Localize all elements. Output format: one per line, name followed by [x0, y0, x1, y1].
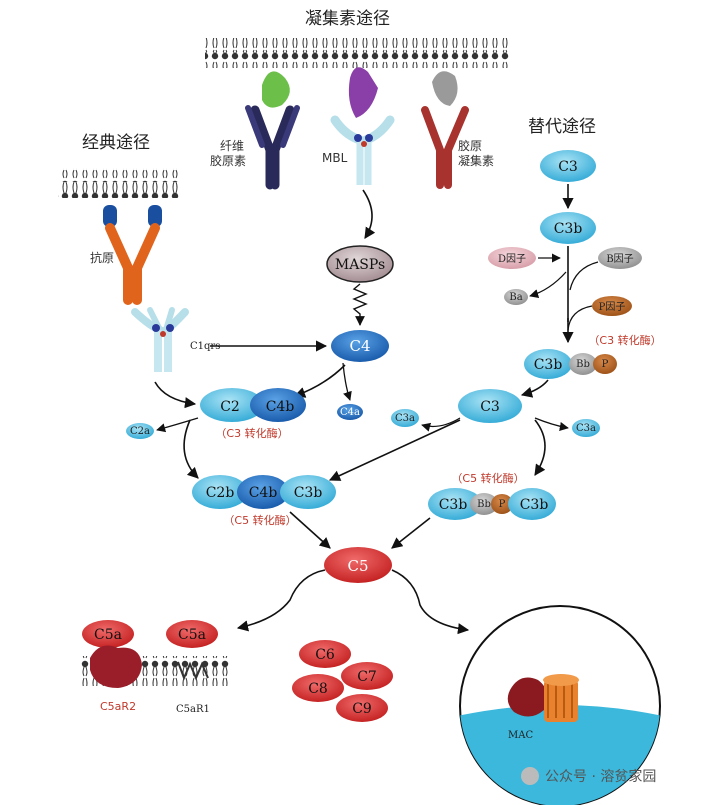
c3a-right-label: C3a	[576, 423, 596, 434]
factor-d-label: D因子	[498, 253, 526, 265]
c5-convertase-alt: （C5 转化酶）	[451, 471, 524, 485]
factor-b-label: B因子	[606, 253, 633, 265]
c3a-left-label: C3a	[395, 413, 415, 424]
c4b-label: C4b	[266, 399, 295, 415]
membrane-top	[205, 38, 510, 68]
label-collagen: 胶原	[458, 138, 482, 153]
factor-b-node	[598, 247, 642, 269]
c4a-label: C4a	[340, 407, 360, 418]
c9-label: C9	[352, 701, 372, 717]
c7-label: C7	[357, 669, 377, 685]
label-c5ar1: C5aR1	[176, 704, 210, 715]
c5conv-c3b2-node	[508, 488, 556, 520]
c5conv-bb-label: Bb	[477, 499, 491, 510]
c6-label: C6	[315, 647, 335, 663]
c5a-left-node	[82, 620, 134, 648]
mac-label: MAC	[508, 730, 533, 741]
alt-c3-node	[540, 150, 596, 182]
alt-c3b2-label: C3b	[534, 357, 563, 373]
c5conv-p-label: P	[499, 499, 506, 510]
c5conv-c3b1-node	[428, 488, 482, 520]
c3-node	[458, 389, 522, 423]
c5-node	[324, 547, 392, 583]
c5conv-c3b1-label: C3b	[439, 497, 468, 513]
c8-label: C8	[308, 681, 328, 697]
masps-label: MASPs	[335, 257, 385, 273]
bb-label: Bb	[576, 359, 590, 370]
alt-c3b-node	[540, 212, 596, 244]
title-lectin-pathway: 凝集素途径	[305, 9, 390, 29]
c2b-label: C2b	[206, 485, 235, 501]
c6-node	[299, 640, 351, 668]
label-c1qrs: C1qrs	[190, 341, 220, 352]
masps-node	[326, 245, 394, 283]
c3a-right-node	[572, 419, 600, 437]
c3-convertase-classical: （C3 转化酶）	[215, 426, 288, 440]
c4a-node	[337, 404, 363, 420]
factor-d-node	[488, 247, 536, 269]
c3a-left-node	[391, 409, 419, 427]
c2-label: C2	[220, 399, 240, 415]
c2a-label: C2a	[130, 426, 150, 437]
watermark-text: 公众号 · 溶贫家园	[545, 768, 656, 785]
c2a-node	[126, 423, 154, 439]
c5a-right-label: C5a	[178, 627, 206, 643]
c3b-small-label: C3b	[294, 485, 323, 501]
membrane-classical	[58, 168, 180, 198]
c7-node	[341, 662, 393, 690]
alt-c3-label: C3	[558, 159, 578, 175]
antibody	[103, 205, 162, 305]
c5conv-c3b2-label: C3b	[520, 497, 549, 513]
c9-node	[336, 694, 388, 722]
alt-c3b2-node	[524, 349, 572, 379]
label-mbl: MBL	[322, 151, 348, 165]
c2b-node	[192, 475, 248, 509]
c5a-right-node	[166, 620, 218, 648]
watermark: 公众号 · 溶贫家园	[521, 767, 656, 785]
c4b-node	[250, 388, 306, 422]
c8-node	[292, 674, 344, 702]
c4b2-label: C4b	[249, 485, 278, 501]
c4b2-node	[237, 475, 289, 509]
c5a-left-label: C5a	[94, 627, 122, 643]
title-classical-pathway: 经典途径	[82, 133, 150, 153]
label-c5ar2: C5aR2	[100, 700, 136, 713]
factor-p-label: P因子	[599, 301, 626, 313]
c5-convertase-classical: （C5 转化酶）	[223, 513, 296, 527]
title-alternative-pathway: 替代途径	[528, 117, 596, 137]
c3b-small-node	[280, 475, 336, 509]
label-collagen-2: 凝集素	[458, 153, 494, 168]
factor-p-node	[592, 296, 632, 316]
label-fibrinogen: 纤维	[220, 139, 244, 153]
c4-label: C4	[349, 337, 370, 355]
ba-node	[504, 289, 528, 305]
fibrinogen-receptor	[245, 71, 300, 190]
collagen-receptor	[421, 71, 469, 189]
c3-label: C3	[480, 399, 500, 415]
alt-c3b-label: C3b	[554, 221, 583, 237]
zigzag-arrow	[352, 283, 368, 326]
c5conv-p-node	[491, 494, 513, 514]
c2-node	[200, 388, 264, 422]
c5ar1-receptor	[177, 661, 209, 681]
bb-node	[569, 353, 597, 375]
label-antigen: 抗原	[90, 250, 114, 265]
ba-label: Ba	[509, 292, 522, 303]
c4-node	[331, 330, 389, 362]
p-node	[593, 354, 617, 374]
c5conv-bb-node	[470, 493, 498, 515]
c5ar2-receptor	[90, 645, 142, 688]
c3-convertase-alt: （C3 转化酶）	[588, 333, 661, 347]
c5-label: C5	[347, 557, 368, 575]
p-label: P	[602, 359, 609, 370]
c1qrs-complex	[131, 307, 189, 372]
label-fibrinogen-2: 胶原素	[210, 153, 246, 168]
mbl-receptor	[330, 67, 395, 185]
